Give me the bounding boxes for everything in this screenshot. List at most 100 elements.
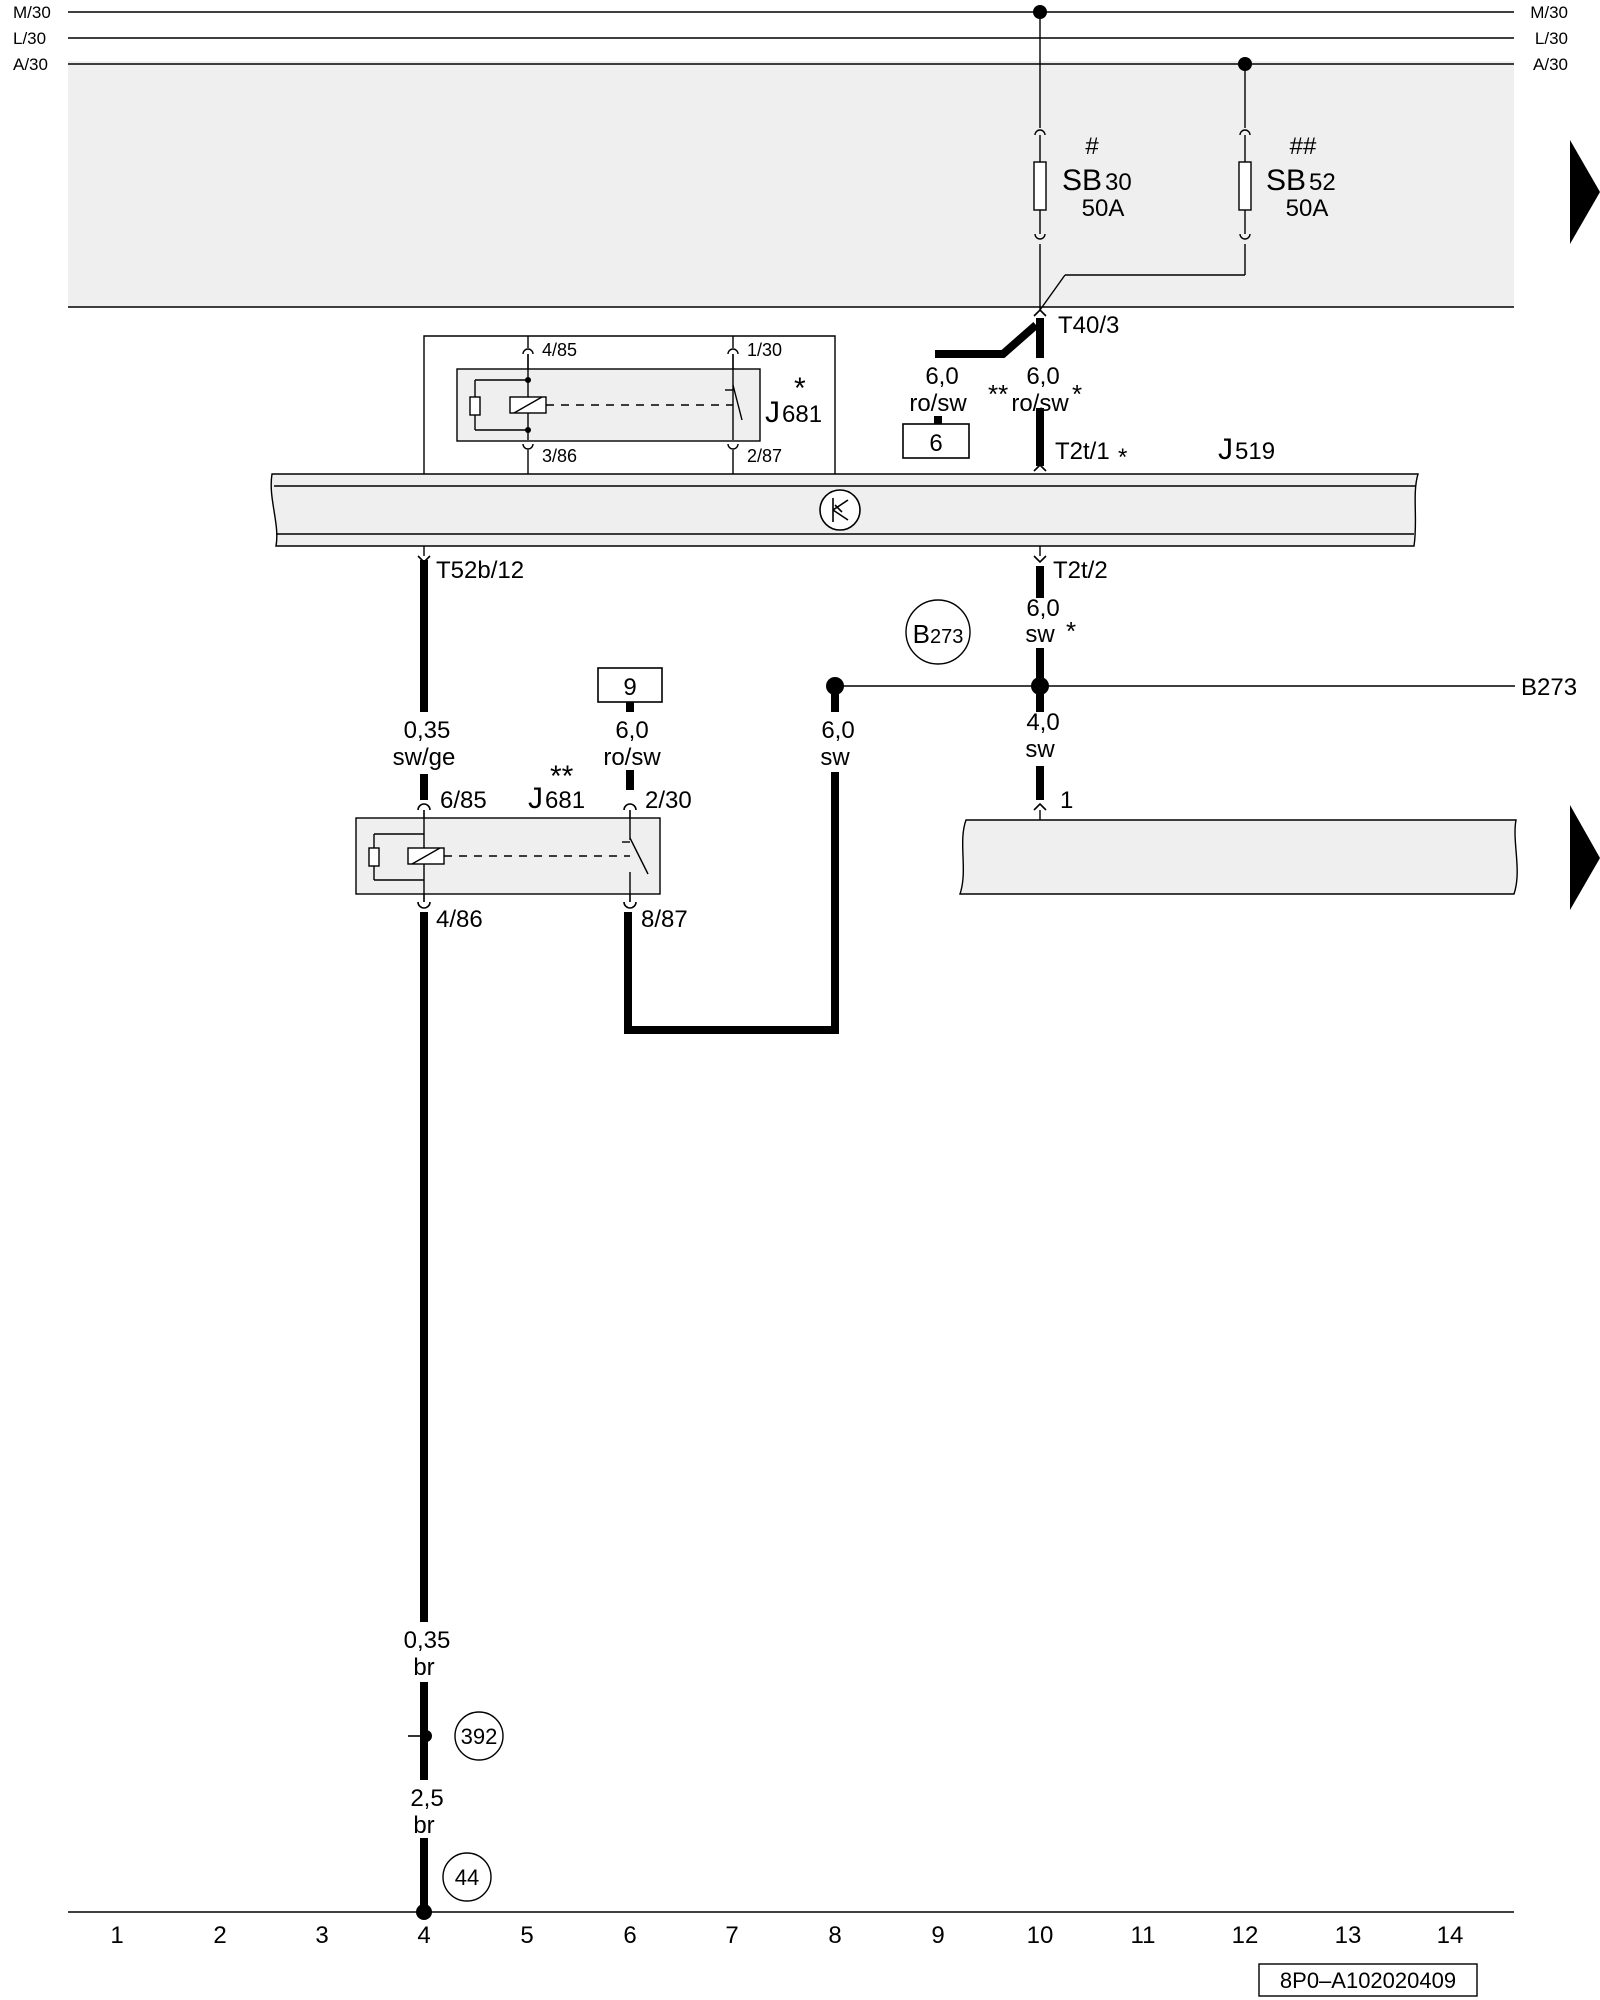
relay-upper-pin-287: 2/87 [747,446,782,466]
wire-ro-sw-9-color: ro/sw [603,744,661,771]
connector-pin-1: 1 [1060,787,1073,814]
fuse-sb30-mark: # [1085,133,1099,160]
fuse-sb52-name: SB [1266,164,1306,197]
relay-lower-pins [417,803,637,818]
circle-392-label: 392 [461,1724,498,1749]
box-6 [902,423,970,459]
column-numbers: 1 2 3 4 5 6 7 8 9 10 11 12 13 14 [110,1922,1463,1949]
relay-lower-pin-486: 4/86 [436,906,483,933]
relay-lower-pin-887: 8/87 [641,906,688,933]
circle-b273-label: B273 [913,619,964,649]
column-number: 5 [520,1922,533,1949]
fuse-sb52-index: 52 [1309,169,1336,196]
pin-1-connector [1033,802,1047,811]
rail-label-l30-right: L/30 [1535,29,1568,48]
wire-swge-size: 0,35 [404,717,451,744]
wire-br-035-color: br [413,1654,434,1681]
relay-lower-internals [368,818,649,894]
wire-ro-sw-9-size: 6,0 [615,717,648,744]
wire-swge-label-bg [380,712,470,774]
wire-ro-sw-column-10 [935,318,1044,466]
relay-upper-node-a [525,377,531,383]
fuse-sb30-name: SB [1062,164,1102,197]
t2t-2-pin [1033,555,1047,564]
column-number: 3 [315,1922,328,1949]
junction-dot-a30 [1238,57,1252,71]
wire-sw-t2t2-size: 6,0 [1026,595,1059,622]
wire-ro-sw-2-mark: ** [988,379,1008,409]
column-number: 1 [110,1922,123,1949]
wire-sw-t2t2-color: sw [1025,621,1055,648]
footer-code: 8P0–A102020409 [1280,1968,1456,1993]
fuse-sb52 [1039,64,1252,311]
fuse-sb30 [1033,12,1047,310]
circle-392 [454,1711,504,1761]
rail-labels-left: M/30 L/30 A/30 [13,3,51,74]
column-number: 11 [1131,1922,1156,1949]
connector-t40-3: T40/3 [1058,312,1119,339]
junction-dot-m30 [1033,5,1047,19]
relay-lower-name: J [528,782,543,815]
column-number: 14 [1437,1922,1464,1949]
wire-ro-sw-1-size: 6,0 [1026,363,1059,390]
relay-upper-index: 681 [782,401,822,428]
wire-ro-sw-1-mark: * [1072,379,1082,409]
wire-sw-t2t2-mark: * [1066,616,1076,646]
relay-upper-pin-485: 4/85 [542,340,577,360]
t40-3-pin [1033,308,1047,317]
relay-upper-pin-386: 3/86 [542,446,577,466]
column-number: 4 [417,1922,430,1949]
relay-upper-label: J681 [765,396,822,429]
wire-br-25-color: br [413,1812,434,1839]
wire-sw-col8-size: 6,0 [821,717,854,744]
junction-dot-col10 [1031,677,1049,695]
rail-labels-right: M/30 L/30 A/30 [1530,3,1568,74]
module-index: 519 [1235,438,1275,465]
column-number: 7 [725,1922,738,1949]
wire-ro-sw-2-size: 6,0 [925,363,958,390]
relay-lower-label: J681 [528,782,585,815]
wire-br-035-size: 0,35 [404,1627,451,1654]
relay-upper-name: J [765,396,780,429]
column-number: 8 [828,1922,841,1949]
relay-upper-internals [469,354,743,440]
column-number: 6 [623,1922,636,1949]
column-number: 10 [1027,1922,1054,1949]
column-number: 2 [213,1922,226,1949]
relay-lower-bottom-pins [417,894,637,909]
connector-t2t-1-mark: * [1118,444,1127,471]
box-6-label: 6 [929,430,942,457]
module-j519-label: J519 [1218,433,1275,466]
b273-bus-label: B273 [1521,674,1577,701]
wire-ro-sw-1-color: ro/sw [1011,390,1069,417]
column-number: 9 [931,1922,944,1949]
circle-44-label: 44 [455,1865,479,1890]
column-number: 12 [1232,1922,1259,1949]
box-9-label: 9 [623,674,636,701]
rail-label-a30-right: A/30 [1533,55,1568,74]
ground-dot [416,1904,432,1920]
continuation-arrow-top [1570,140,1600,244]
module-name: J [1218,433,1233,466]
wire-ro-sw-2-color: ro/sw [909,390,967,417]
rail-label-a30-left: A/30 [13,55,48,74]
lower-module-body [959,819,1518,895]
relay-upper-pin-130: 1/30 [747,340,782,360]
fuse-sb30-rating: 50A [1082,195,1125,222]
circle-44 [442,1852,492,1902]
t52b-12-pin [417,555,431,564]
connector-t2t-2: T2t/2 [1053,557,1108,584]
wire-br-25-size: 2,5 [410,1785,443,1812]
wire-sw-4-size: 4,0 [1026,709,1059,736]
circle-b273-name: B [913,619,930,649]
continuation-arrow-bottom [1570,805,1600,910]
t2t-1-pin [1033,463,1047,472]
power-rails [68,11,1514,308]
wire-swge-color: sw/ge [393,744,456,771]
column-number: 13 [1335,1922,1362,1949]
fuse-sb30-index: 30 [1105,169,1132,196]
fuse-sb52-mark: ## [1290,133,1317,160]
